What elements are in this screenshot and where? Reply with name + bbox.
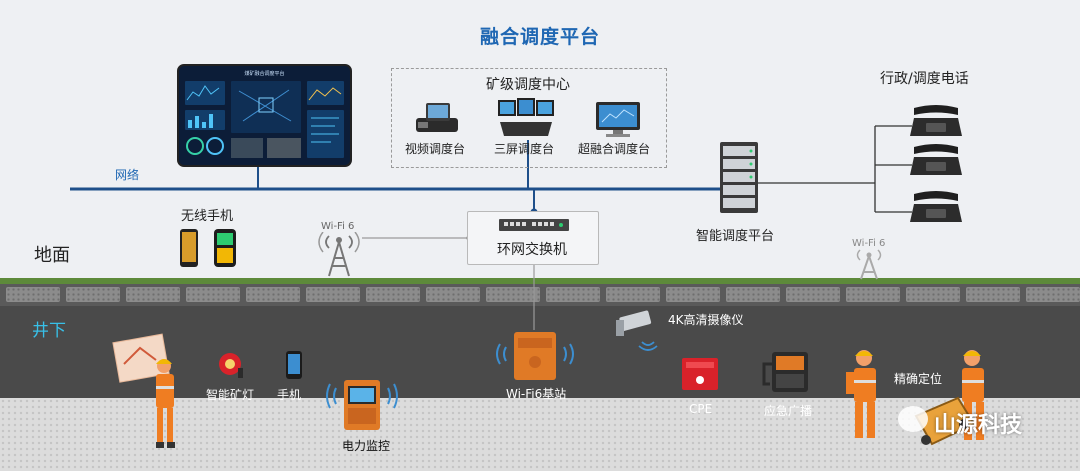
dashboard-screen: 煤矿融合调度平台	[177, 64, 352, 167]
rock-brick	[966, 287, 1020, 302]
broadcast-label: 应急广播	[764, 404, 813, 418]
rock-brick	[846, 287, 900, 302]
hyper-console-icon	[596, 102, 640, 137]
ground-surface	[0, 278, 1080, 284]
mine-lamp-icon	[219, 353, 243, 378]
wifi-tower-icon	[318, 232, 360, 277]
wifi-tower-icon	[856, 249, 882, 280]
hd-camera-icon	[616, 310, 658, 351]
rock-brick	[546, 287, 600, 302]
desk-phone-icon	[910, 144, 962, 175]
phone-label: 手机	[277, 388, 302, 402]
wireless-phones-icon	[180, 229, 236, 267]
video-console-label: 视频调度台	[405, 142, 466, 156]
rock-brick	[486, 287, 540, 302]
wechat-icon	[898, 406, 928, 432]
rock-brick	[1026, 287, 1080, 302]
camera-label: 4K高清摄像仪	[668, 313, 744, 327]
rock-brick	[186, 287, 240, 302]
wireless-phone-label: 无线手机	[181, 209, 234, 224]
base-station-label: Wi-Fi6基站	[506, 387, 567, 401]
emergency-broadcast-icon	[762, 352, 808, 392]
worker-with-map-icon	[112, 333, 175, 448]
platform-title: 融合调度平台	[479, 26, 600, 48]
rock-brick	[726, 287, 780, 302]
worker-icon	[846, 350, 876, 438]
rock-brick	[606, 287, 660, 302]
wifi-base-station-icon	[496, 332, 574, 380]
underground-label: 井下	[32, 321, 66, 341]
cpe-label: CPE	[689, 402, 713, 416]
network-switch-icon	[499, 219, 569, 231]
video-console-icon	[416, 103, 458, 132]
rock-brick	[6, 287, 60, 302]
phones-label: 行政/调度电话	[880, 71, 969, 87]
desk-phone-icon	[910, 105, 962, 136]
rock-brick	[786, 287, 840, 302]
network-label: 网络	[115, 168, 140, 182]
dispatch-center-box	[391, 68, 667, 168]
wifi-right-label: Wi-Fi 6	[852, 238, 886, 249]
rock-brick	[366, 287, 420, 302]
positioning-label: 精确定位	[894, 372, 943, 386]
watermark: 山源科技	[934, 413, 1023, 438]
lamp-label: 智能矿灯	[206, 388, 255, 402]
wifi-left-label: Wi-Fi 6	[321, 221, 355, 232]
ring-switch-label: 环网交换机	[497, 242, 567, 258]
dashboard-screen-title: 煤矿融合调度平台	[244, 71, 285, 77]
hyper-console-label: 超融合调度台	[578, 142, 651, 156]
rock-brick	[246, 287, 300, 302]
rock-brick	[426, 287, 480, 302]
rock-brick	[666, 287, 720, 302]
power-monitor-icon	[326, 380, 398, 430]
desk-phone-icon	[910, 191, 962, 222]
cpe-device-icon	[682, 358, 718, 390]
dashboard-graphics	[185, 81, 344, 158]
rock-brick	[126, 287, 180, 302]
worker-with-cart-icon	[914, 350, 984, 446]
triple-screen-console-label: 三屏调度台	[494, 142, 555, 156]
server-rack-icon	[720, 142, 758, 213]
mine-floor	[0, 398, 1080, 471]
rock-brick	[66, 287, 120, 302]
rock-brick	[906, 287, 960, 302]
ground-label: 地面	[34, 245, 70, 266]
smart-dispatch-label: 智能调度平台	[696, 229, 775, 244]
mobile-phone-icon	[286, 351, 302, 379]
rock-brick	[306, 287, 360, 302]
power-monitor-label: 电力监控	[342, 439, 391, 453]
dispatch-center-label: 矿级调度中心	[486, 77, 570, 93]
triple-screen-console-icon	[498, 98, 554, 136]
